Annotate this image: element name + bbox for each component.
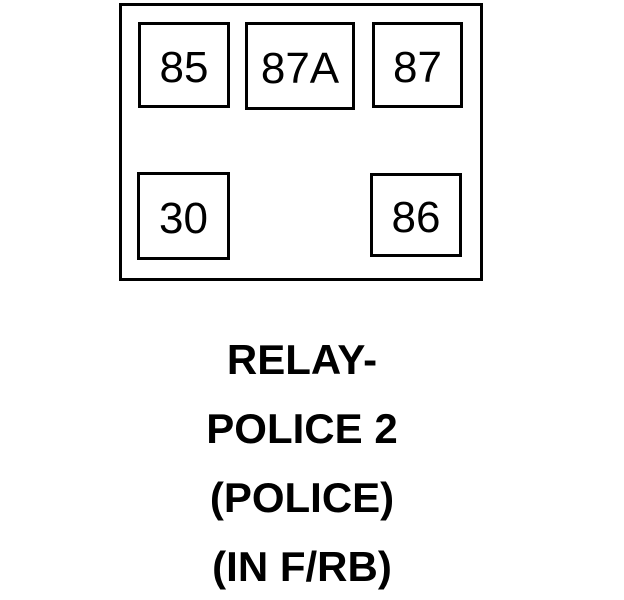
relay-body-outline: 85 87A 87 30 86 — [119, 3, 483, 281]
pin-label-85: 85 — [159, 43, 209, 92]
pin-box-85: 85 — [138, 22, 230, 108]
pin-label-86: 86 — [391, 193, 441, 242]
caption-line-3: (POLICE) — [209, 474, 395, 521]
caption-line-4: (IN F/RB) — [212, 543, 392, 590]
pin-box-86: 86 — [370, 173, 462, 257]
relay-caption: RELAY- POLICE 2 (POLICE) (IN F/RB) — [120, 325, 484, 600]
pin-label-87a: 87A — [260, 44, 340, 93]
pin-box-30: 30 — [137, 172, 230, 260]
caption-line-1: RELAY- — [226, 336, 378, 383]
caption-line-2: POLICE 2 — [206, 405, 398, 452]
pin-box-87: 87 — [372, 22, 463, 108]
pin-label-87: 87 — [393, 43, 442, 92]
pin-box-87a: 87A — [245, 22, 355, 110]
pin-label-30: 30 — [159, 194, 208, 243]
